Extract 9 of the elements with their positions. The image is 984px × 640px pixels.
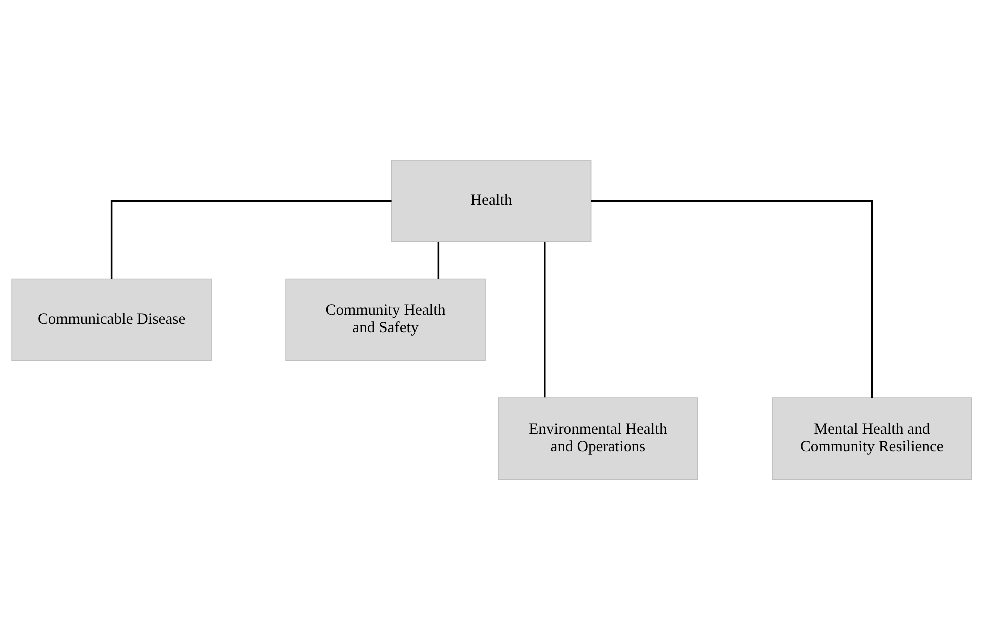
node-box: Mental Health and Community Resilience bbox=[772, 398, 972, 480]
connector bbox=[438, 242, 440, 280]
connector bbox=[544, 242, 546, 398]
node-box: Communicable Disease bbox=[12, 278, 212, 362]
node-box: Environmental Health and Operations bbox=[498, 398, 698, 480]
connector bbox=[110, 200, 392, 280]
node-box: Community Health and Safety bbox=[286, 278, 486, 362]
node-box: Health bbox=[391, 160, 592, 242]
connector bbox=[591, 200, 874, 398]
